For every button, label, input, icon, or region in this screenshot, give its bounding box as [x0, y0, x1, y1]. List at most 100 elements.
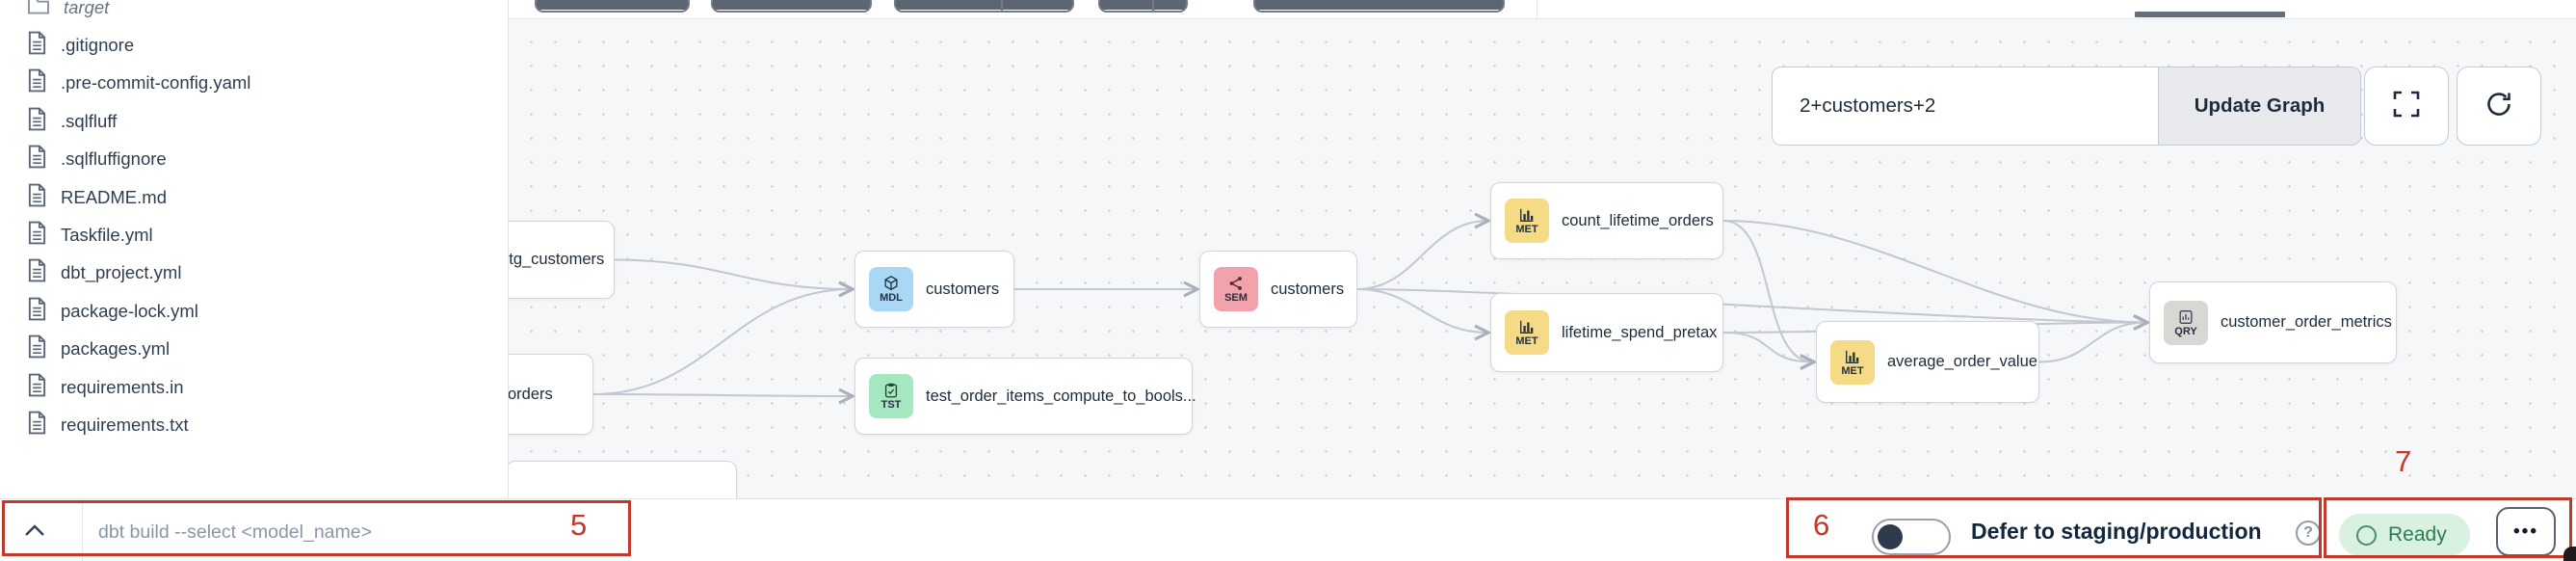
graph-selector-input[interactable] — [1773, 67, 2158, 145]
toolbar-button-clipped-2[interactable] — [711, 0, 872, 13]
file-explorer-panel: target .gitignore .pre-commit-config.yaml.… — [0, 0, 509, 498]
dbt-command-input[interactable] — [96, 512, 553, 552]
node-type-code: SEM — [1224, 292, 1248, 304]
toolbar-button-clipped-5[interactable] — [1253, 0, 1505, 13]
file-tree-item-.pre-commit-config.yaml[interactable]: .pre-commit-config.yaml — [0, 65, 508, 102]
graph-node-average_order_value[interactable]: MET average_order_value — [1816, 321, 2039, 403]
node-type-code: MET — [1515, 335, 1538, 347]
file-icon — [27, 258, 47, 287]
node-label: customer_order_metrics — [2221, 313, 2392, 331]
file-tree-folder-target[interactable]: target — [0, 0, 508, 26]
edge-customers_sem-to-lifetime_spend_pretax — [1356, 288, 1487, 333]
node-label: test_order_items_compute_to_bools... — [926, 387, 1196, 405]
fullscreen-icon — [2392, 90, 2421, 123]
edge-orders-to-customers_mdl — [592, 289, 852, 395]
toolbar-button-clipped-1[interactable] — [535, 0, 690, 13]
file-tree-item-.sqlfluffignore[interactable]: .sqlfluffignore — [0, 141, 508, 178]
graph-selector-group: Update Graph — [1772, 67, 2361, 146]
file-name: .gitignore — [61, 35, 135, 56]
node-type-code: MET — [1515, 224, 1538, 235]
test-clipboard-icon: TST — [869, 374, 913, 418]
cursor-artifact — [2563, 547, 2576, 561]
refresh-graph-button[interactable] — [2457, 67, 2541, 146]
file-name: Taskfile.yml — [61, 225, 153, 246]
node-label: customers — [926, 280, 1000, 298]
graph-node-count_lifetime_orders[interactable]: MET count_lifetime_orders — [1490, 182, 1723, 259]
file-icon — [27, 221, 47, 250]
file-icon — [27, 297, 47, 326]
command-bar-divider — [82, 499, 83, 561]
toolbar-button-clipped-3[interactable] — [894, 0, 1074, 13]
graph-node-customers_mdl[interactable]: MDL customers — [854, 251, 1014, 328]
file-name: package-lock.yml — [61, 300, 198, 321]
defer-label: Defer to staging/production — [1971, 519, 2262, 544]
query-report-icon: QRY — [2164, 300, 2208, 345]
file-name: target — [64, 0, 110, 17]
file-icon — [27, 107, 47, 136]
graph-node-partial_node[interactable] — [508, 461, 737, 498]
file-icon — [27, 145, 47, 174]
node-label: average_order_value — [1887, 353, 2037, 370]
file-icon — [27, 373, 47, 402]
file-tree-item-requirements.txt[interactable]: requirements.txt — [0, 406, 508, 443]
graph-node-customer_order_metrics[interactable]: QRY customer_order_metrics — [2149, 281, 2397, 363]
file-name: .pre-commit-config.yaml — [61, 72, 251, 94]
edge-count_lifetime_orders-to-average_order_value — [1722, 220, 1813, 362]
file-name: requirements.in — [61, 376, 184, 397]
edge-customers_sem-to-customer_order_metrics — [1356, 288, 2146, 323]
status-ring-icon — [2356, 524, 2377, 546]
file-tree-item-requirements.in[interactable]: requirements.in — [0, 368, 508, 406]
update-graph-button[interactable]: Update Graph — [2158, 67, 2360, 145]
file-tree-item-Taskfile.yml[interactable]: Taskfile.yml — [0, 216, 508, 254]
node-type-code: QRY — [2174, 325, 2197, 337]
file-name: README.md — [61, 186, 167, 207]
chip-divider — [1001, 0, 1003, 11]
node-type-code: MDL — [880, 292, 903, 304]
toolbar-button-clipped-4[interactable] — [1098, 0, 1188, 13]
edge-orders-to-test_order_items — [592, 394, 852, 396]
edge-customers_sem-to-count_lifetime_orders — [1356, 221, 1487, 290]
help-icon[interactable]: ? — [2296, 521, 2321, 546]
file-name: dbt_project.yml — [61, 262, 182, 283]
toggle-knob-icon — [1878, 524, 1903, 549]
metric-chart-icon: MET — [1505, 310, 1549, 355]
file-icon — [27, 183, 47, 212]
graph-node-lifetime_spend_pretax[interactable]: MET lifetime_spend_pretax — [1490, 293, 1723, 372]
fullscreen-button[interactable] — [2364, 67, 2449, 146]
top-toolbar-strip — [508, 0, 2576, 19]
node-label: orders — [508, 385, 553, 403]
node-type-code: MET — [1841, 364, 1864, 377]
status-badge[interactable]: Ready — [2339, 514, 2470, 556]
file-name: .sqlfluffignore — [61, 148, 167, 170]
semantic-branch-icon: SEM — [1214, 267, 1258, 311]
file-tree-item-packages.yml[interactable]: packages.yml — [0, 331, 508, 368]
more-options-button[interactable]: ••• — [2496, 507, 2556, 556]
bottom-command-bar: Defer to staging/production ? Ready ••• — [0, 498, 2576, 561]
graph-node-stg_customers[interactable]: stg_customers — [508, 221, 615, 299]
metric-chart-icon: MET — [1505, 199, 1549, 243]
file-tree-item-package-lock.yml[interactable]: package-lock.yml — [0, 292, 508, 330]
node-type-code: TST — [881, 399, 902, 411]
graph-node-customers_sem[interactable]: SEM customers — [1199, 251, 1357, 328]
graph-node-orders[interactable]: orders — [508, 354, 593, 435]
file-name: .sqlfluff — [61, 110, 118, 131]
node-label: stg_customers — [508, 251, 605, 268]
metric-chart-icon: MET — [1830, 339, 1875, 385]
file-tree-item-.gitignore[interactable]: .gitignore — [0, 26, 508, 64]
file-icon — [27, 411, 47, 440]
refresh-icon — [2484, 89, 2514, 124]
edge-average_order_value-to-customer_order_metrics — [2038, 323, 2146, 363]
file-tree-item-README.md[interactable]: README.md — [0, 178, 508, 216]
model-cube-icon: MDL — [869, 267, 913, 311]
node-label: count_lifetime_orders — [1562, 211, 1714, 229]
collapse-command-bar-button[interactable] — [13, 514, 56, 548]
file-name: packages.yml — [61, 338, 171, 360]
node-label: customers — [1271, 280, 1345, 298]
file-tree-item-dbt_project.yml[interactable]: dbt_project.yml — [0, 254, 508, 292]
file-tree-item-.sqlfluff[interactable]: .sqlfluff — [0, 102, 508, 140]
node-label: lifetime_spend_pretax — [1562, 323, 1718, 341]
defer-toggle[interactable] — [1872, 519, 1951, 555]
graph-node-test_order_items[interactable]: TST test_order_items_compute_to_bools... — [854, 358, 1196, 435]
